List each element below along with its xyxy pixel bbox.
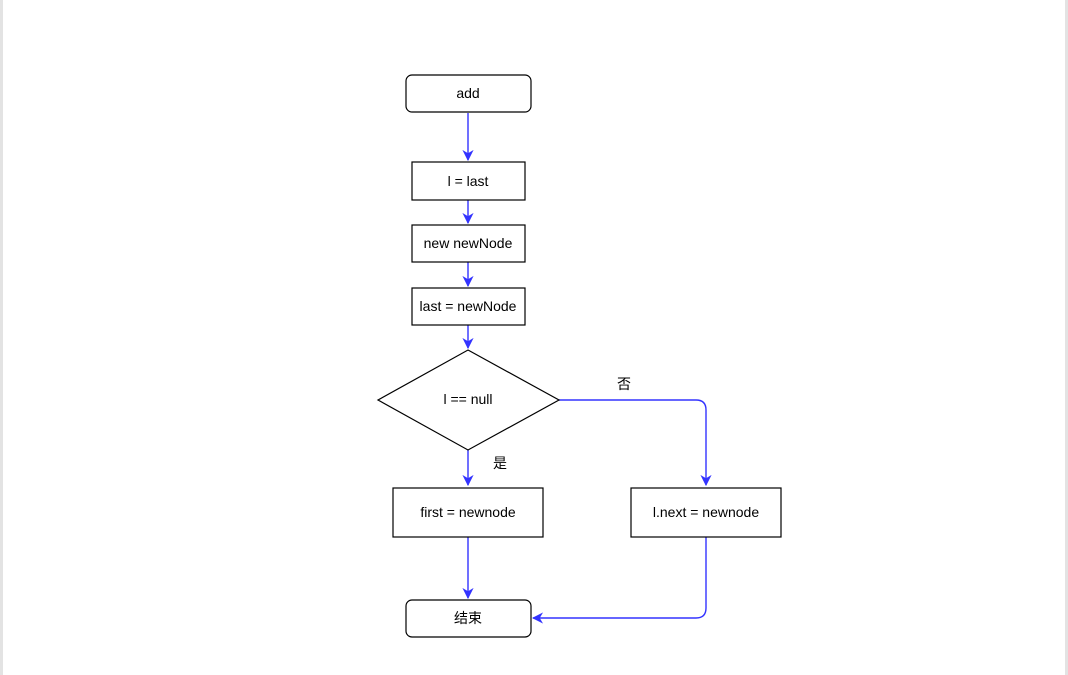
node-assign-last: last = newNode <box>411 287 526 326</box>
node-decision-label: l == null <box>443 391 492 407</box>
node-start-label: add <box>456 85 479 101</box>
edge-label-yes: 是 <box>493 456 507 472</box>
flowchart: 否 是 add l = last new newNode last = newN… <box>376 74 782 638</box>
node-yes-branch-label: first = newnode <box>420 504 516 520</box>
node-yes-branch: first = newnode <box>392 487 544 538</box>
node-decision: l == null <box>376 349 561 451</box>
node-create-node: new newNode <box>411 224 526 263</box>
edges <box>462 113 712 624</box>
node-end: 结束 <box>405 599 532 638</box>
node-end-label: 结束 <box>454 611 482 627</box>
node-no-branch: l.next = newnode <box>630 487 782 538</box>
node-assign-l-label: l = last <box>448 173 489 189</box>
edge-label-no: 否 <box>617 377 631 393</box>
node-no-branch-label: l.next = newnode <box>653 504 759 520</box>
edge-no-to-end <box>531 537 707 624</box>
node-create-node-label: new newNode <box>424 235 513 251</box>
node-start: add <box>405 74 532 113</box>
node-assign-l: l = last <box>411 161 526 201</box>
node-assign-last-label: last = newNode <box>420 298 517 314</box>
edge-decision-no <box>559 399 712 487</box>
